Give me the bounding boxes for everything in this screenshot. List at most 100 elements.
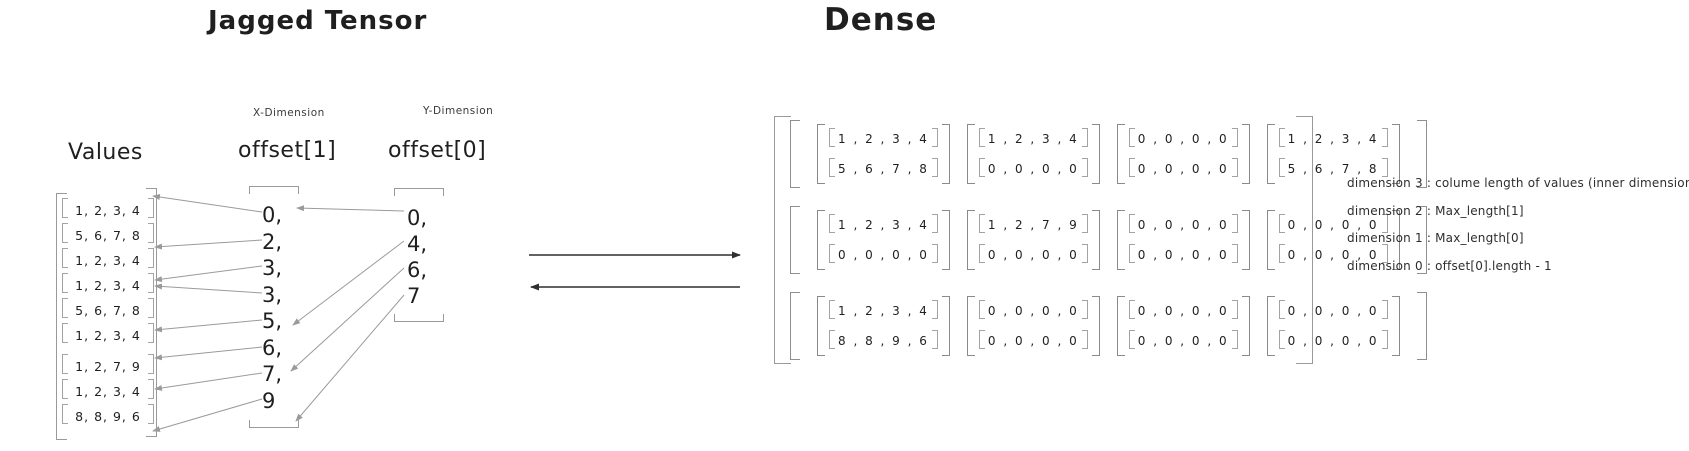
offset0-bottom-bracket — [394, 314, 444, 322]
x-dimension-label: X-Dimension — [253, 107, 325, 119]
dense-outer-right-bracket — [1296, 116, 1313, 364]
right-bracket-icon — [1381, 330, 1388, 349]
matrix-row-text: 0 , 0 , 0 , 0 — [1137, 248, 1229, 262]
offset1-to-values-arrows — [152, 194, 263, 432]
offset0-list: 0, 4, 6, 7 — [407, 205, 427, 309]
dense-matrix: 0 , 0 , 0 , 0 0 , 0 , 0 , 0 — [1116, 210, 1250, 270]
dense-matrix: 1 , 2 , 3 , 4 0 , 0 , 0 , 0 — [817, 210, 950, 270]
matrix-left-bracket-icon — [1266, 124, 1275, 184]
left-bracket-icon — [1128, 214, 1135, 233]
left-bracket-icon — [62, 379, 68, 399]
left-bracket-icon — [829, 244, 835, 263]
offset1-label: offset[1] — [238, 138, 337, 163]
offset1-item: 3, — [262, 256, 283, 280]
dense-matrix: 1 , 2 , 3 , 4 8 , 8 , 9 , 6 — [817, 296, 950, 356]
offset0-to-offset1-arrows — [290, 205, 405, 422]
right-bracket-icon — [931, 214, 938, 233]
left-bracket-icon — [978, 330, 985, 349]
right-bracket-icon — [148, 198, 154, 218]
conversion-arrows — [529, 251, 741, 291]
matrix-right-bracket-icon — [1091, 124, 1100, 184]
dense-matrix: 0 , 0 , 0 , 0 0 , 0 , 0 , 0 — [966, 296, 1100, 356]
right-bracket-icon — [1381, 300, 1388, 319]
right-bracket-icon — [1381, 214, 1388, 233]
right-bracket-icon — [1231, 214, 1238, 233]
dense-row: 1 , 2 , 3 , 4 5 , 6 , 7 , 8 1 , 2 , 3 , … — [790, 120, 1427, 188]
left-bracket-icon — [1128, 128, 1135, 147]
matrix-row-text: 1 , 2 , 3 , 4 — [838, 304, 929, 318]
matrix-left-bracket-icon — [1116, 210, 1125, 270]
matrix-row-text: 0 , 0 , 0 , 0 — [1287, 218, 1379, 232]
right-bracket-icon — [1081, 214, 1088, 233]
left-bracket-icon — [1278, 244, 1285, 263]
matrix-row-text: 5 , 6 , 7 , 8 — [1287, 162, 1379, 176]
right-bracket-icon — [931, 300, 938, 319]
left-bracket-icon — [1128, 158, 1135, 177]
right-bracket-icon — [931, 330, 938, 349]
right-bracket-icon — [148, 379, 154, 399]
dense-matrix: 1 , 2 , 3 , 4 0 , 0 , 0 , 0 — [966, 124, 1100, 184]
right-bracket-icon — [1231, 300, 1238, 319]
offset1-item: 0, — [262, 203, 283, 227]
offset0-item: 4, — [407, 232, 428, 256]
matrix-right-bracket-icon — [1391, 296, 1400, 356]
dense-matrix: 0 , 0 , 0 , 0 0 , 0 , 0 , 0 — [1116, 124, 1250, 184]
matrix-left-bracket-icon — [817, 210, 825, 270]
values-row-text: 1, 2, 3, 4 — [75, 328, 141, 343]
values-row: 1, 2, 3, 4 — [62, 198, 154, 223]
left-bracket-icon — [62, 354, 68, 374]
values-row: 1, 2, 3, 4 — [62, 323, 154, 348]
matrix-left-bracket-icon — [966, 124, 975, 184]
matrix-right-bracket-icon — [1241, 124, 1250, 184]
offset0-top-bracket — [394, 188, 444, 196]
row-right-bracket-icon — [1416, 292, 1427, 360]
row-left-bracket-icon — [790, 292, 800, 360]
right-bracket-icon — [1081, 158, 1088, 177]
matrix-row-text: 0 , 0 , 0 , 0 — [838, 248, 929, 262]
left-bracket-icon — [829, 300, 835, 319]
right-bracket-icon — [931, 244, 938, 263]
row-right-bracket-icon — [1416, 206, 1427, 274]
offset1-item: 2, — [262, 229, 283, 254]
right-bracket-icon — [1081, 128, 1088, 147]
dense-outer-left-bracket — [774, 116, 791, 364]
values-outer-right-bracket — [146, 188, 157, 437]
values-row: 5, 6, 7, 8 — [62, 223, 154, 248]
left-bracket-icon — [978, 300, 985, 319]
right-bracket-icon — [1381, 244, 1388, 263]
matrix-right-bracket-icon — [1091, 210, 1100, 270]
right-bracket-icon — [1081, 300, 1088, 319]
left-bracket-icon — [62, 273, 68, 293]
offset0-item: 6, — [407, 258, 428, 282]
left-bracket-icon — [1278, 300, 1285, 319]
dense-matrix: 0 , 0 , 0 , 0 0 , 0 , 0 , 0 — [1266, 210, 1400, 270]
right-bracket-icon — [1081, 330, 1088, 349]
left-bracket-icon — [1278, 330, 1285, 349]
offset1-top-bracket — [249, 186, 299, 194]
matrix-row-text: 0 , 0 , 0 , 0 — [1137, 132, 1229, 146]
matrix-right-bracket-icon — [941, 296, 950, 356]
right-bracket-icon — [1231, 158, 1238, 177]
right-bracket-icon — [148, 298, 154, 318]
matrix-row-text: 0 , 0 , 0 , 0 — [987, 248, 1079, 262]
dense-matrix: 1 , 2 , 3 , 4 5 , 6 , 7 , 8 — [817, 124, 950, 184]
left-bracket-icon — [829, 158, 835, 177]
left-bracket-icon — [62, 248, 68, 268]
y-dimension-label: Y-Dimension — [423, 105, 494, 117]
matrix-row-text: 0 , 0 , 0 , 0 — [987, 162, 1079, 176]
matrix-right-bracket-icon — [1241, 296, 1250, 356]
matrix-left-bracket-icon — [1266, 210, 1275, 270]
matrix-row-text: 0 , 0 , 0 , 0 — [1137, 218, 1229, 232]
values-row: 1, 2, 3, 4 — [62, 273, 154, 298]
dense-matrix: 1 , 2 , 7 , 9 0 , 0 , 0 , 0 — [966, 210, 1100, 270]
left-bracket-icon — [62, 198, 68, 218]
values-row: 8, 8, 9, 6 — [62, 404, 154, 429]
values-row-text: 8, 8, 9, 6 — [75, 409, 141, 424]
right-bracket-icon — [931, 158, 938, 177]
matrix-row-text: 0 , 0 , 0 , 0 — [987, 334, 1079, 348]
dense-matrix: 0 , 0 , 0 , 0 0 , 0 , 0 , 0 — [1116, 296, 1250, 356]
right-bracket-icon — [1081, 244, 1088, 263]
values-row-text: 1, 2, 7, 9 — [75, 359, 141, 374]
left-bracket-icon — [62, 298, 68, 318]
